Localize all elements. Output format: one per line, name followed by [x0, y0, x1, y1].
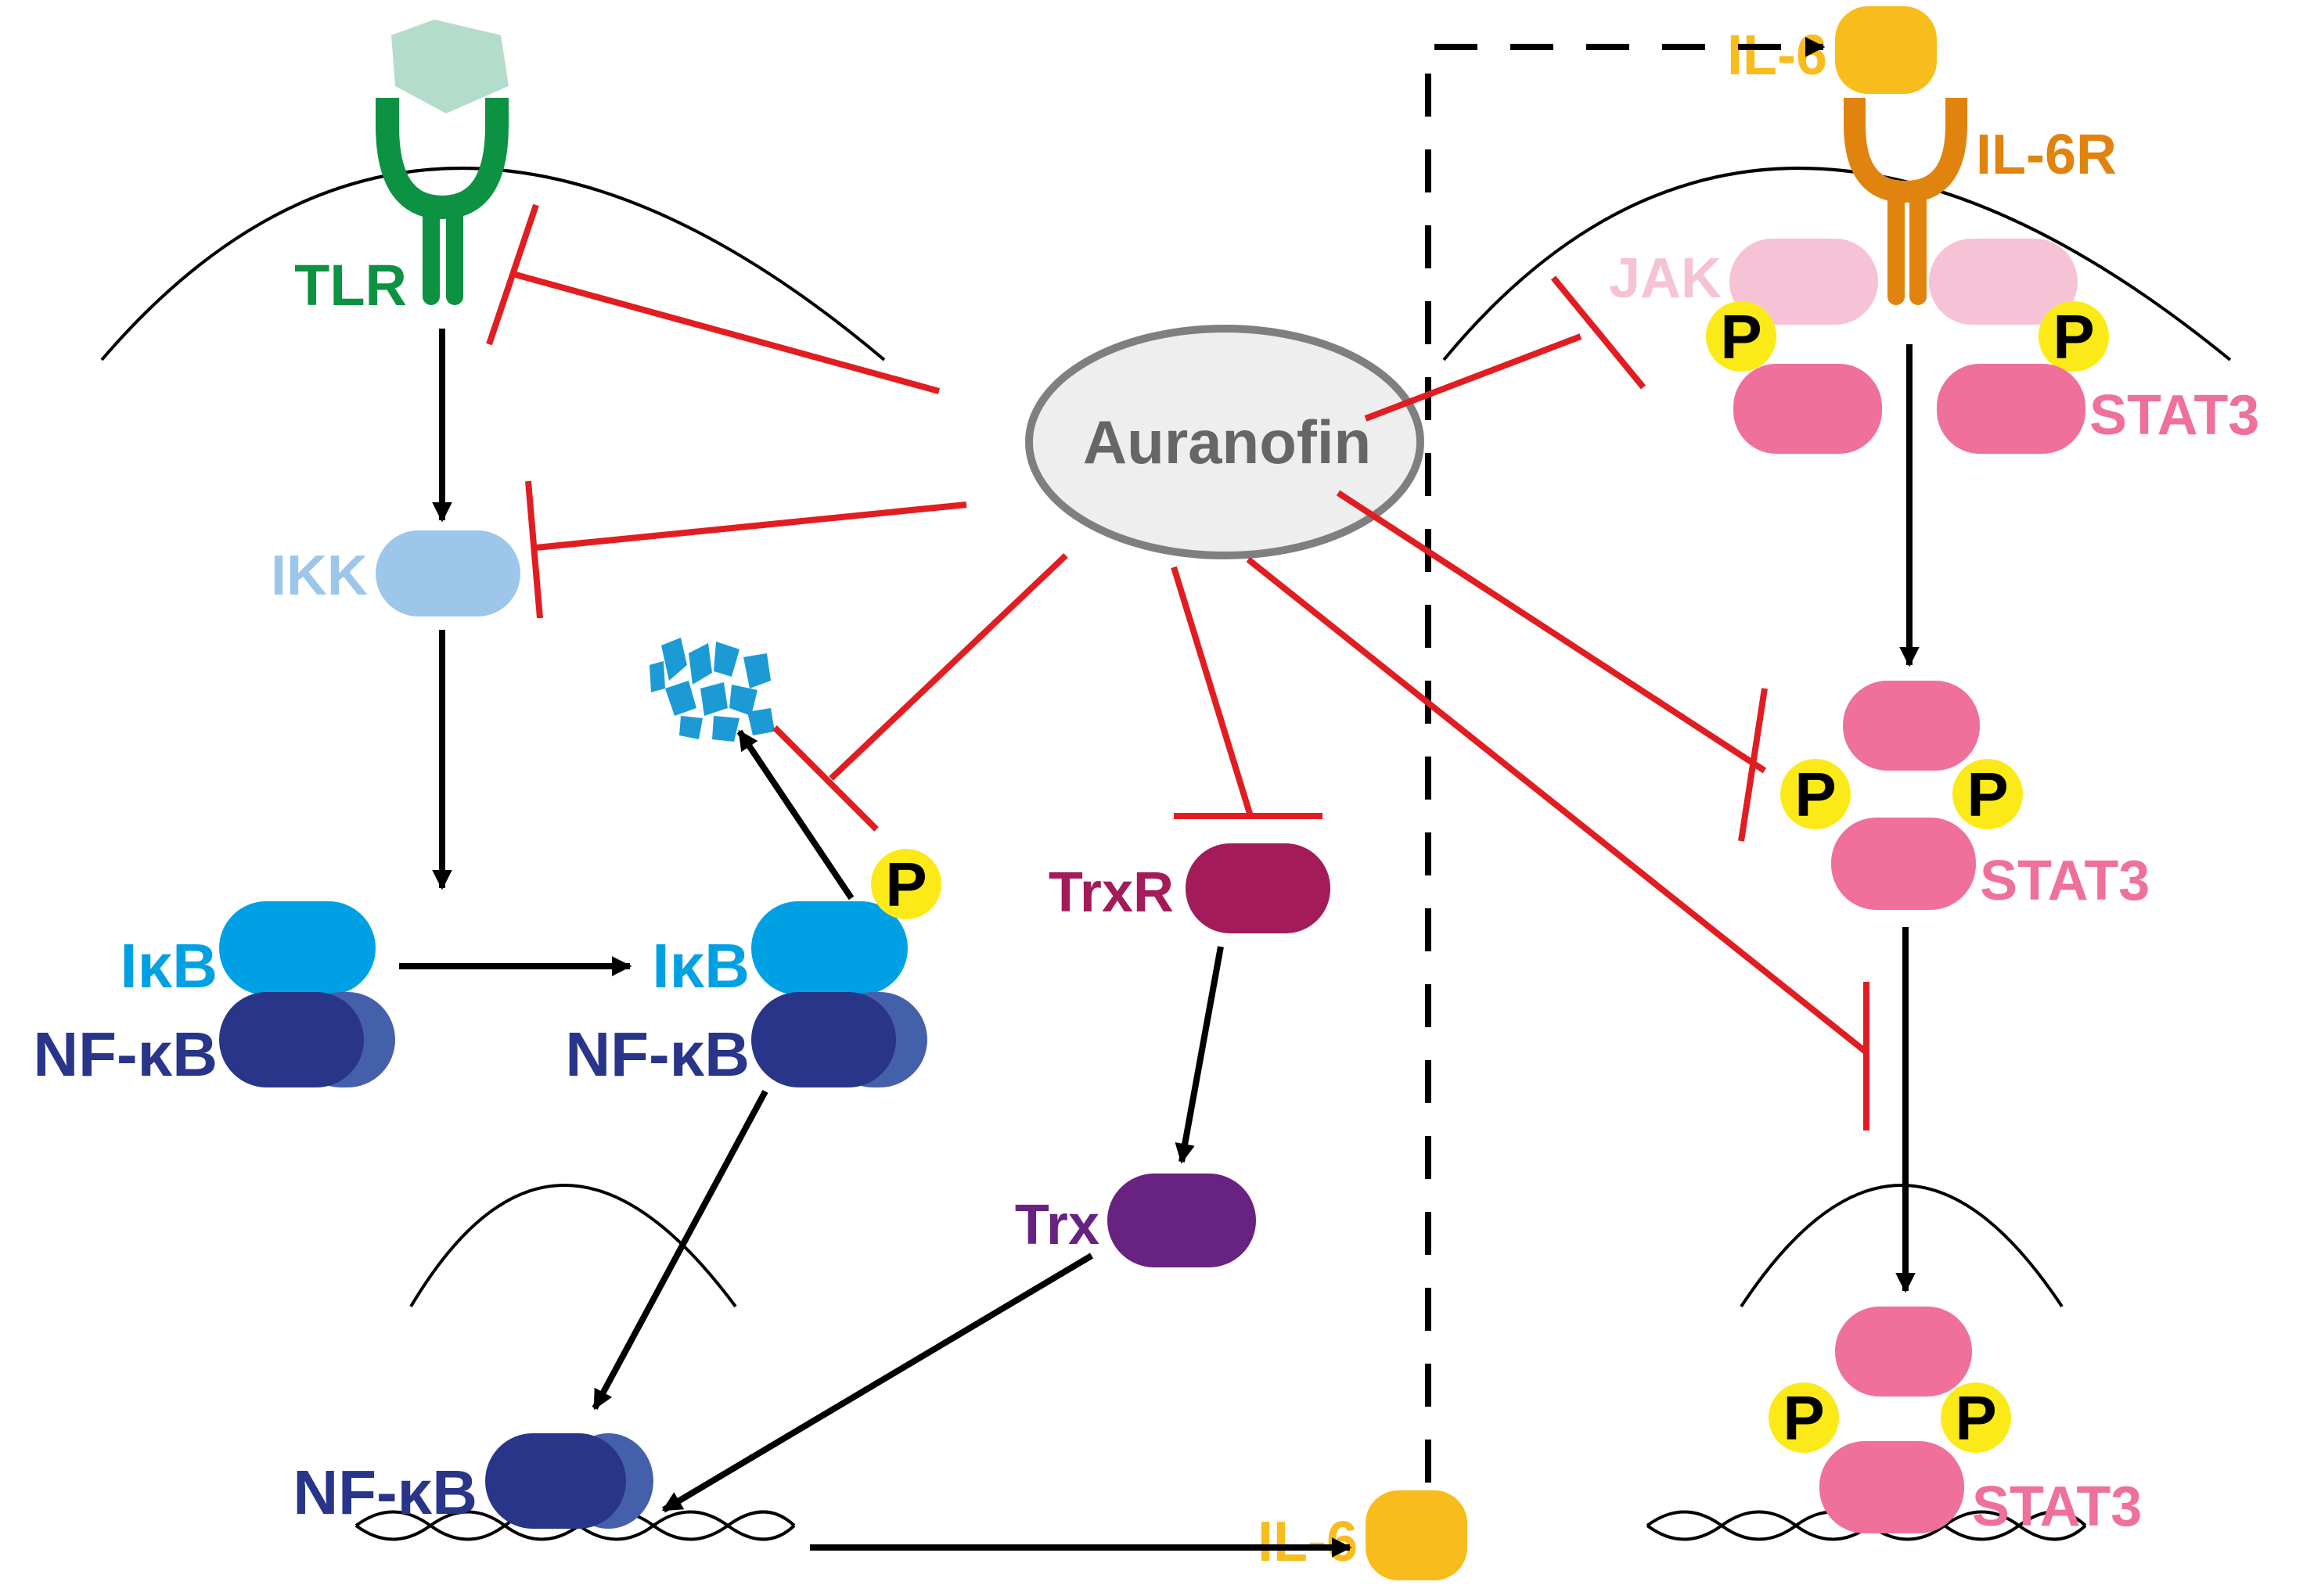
cell-membrane-left [100, 167, 886, 361]
phospho-stat3-nuclear-right: P [1941, 1382, 2011, 1453]
jak-protein-right [1929, 239, 2078, 325]
inhibit-jak [1364, 333, 1582, 422]
inhibit-stat3-nuclear [1246, 556, 1869, 1055]
jak-protein-left [1729, 239, 1878, 325]
cell-membrane-right [1442, 167, 2232, 361]
nfkb-nuclear [485, 1433, 653, 1529]
arrow-nfkb-to-nucleus [592, 1090, 768, 1411]
phospho-jak-right: P [2039, 301, 2109, 372]
il6-secretion-arrow [1425, 37, 1826, 1483]
trx-protein [1107, 1174, 1256, 1267]
stat3-dimer-nucleus [1819, 1307, 1972, 1533]
stat3-label-1: STAT3 [2089, 384, 2259, 447]
tlr-receptor [376, 20, 509, 305]
stat3-label-3: STAT3 [1972, 1476, 2142, 1538]
svg-text:P: P [1967, 760, 2008, 829]
svg-text:P: P [1794, 760, 1836, 829]
degraded-ikb-icon [650, 638, 775, 742]
trx-label: Trx [1015, 1194, 1099, 1256]
inhibit-stat3-dimerization [1336, 490, 1767, 774]
phospho-ikb: P [871, 849, 941, 919]
il6-receptor [1844, 98, 1967, 305]
phospho-jak-left: P [1706, 301, 1776, 372]
il6-label-top: IL-6 [1727, 24, 1827, 87]
il6r-label: IL-6R [1976, 124, 2117, 186]
inhibition-lines [486, 203, 1869, 1130]
svg-text:P: P [2053, 302, 2094, 372]
auranofin-label: Auranofin [1083, 408, 1371, 476]
trxr-protein [1186, 843, 1330, 933]
svg-text:P: P [1720, 302, 1761, 372]
ikb-label-1: IκB [120, 931, 218, 1001]
activation-arrows [399, 329, 1920, 1558]
phospho-stat3-dimer-left: P [1780, 759, 1851, 829]
stat3-monomer-right [1937, 364, 2085, 454]
nfkb-label-3: NF-κB [293, 1458, 477, 1527]
il6-protein-bottom [1366, 1490, 1467, 1580]
arrow-ikb-degradation [736, 729, 855, 900]
stat3-label-2: STAT3 [1980, 850, 2150, 912]
inhibit-ikk [535, 501, 967, 551]
inhibit-ikb-phospho [829, 553, 1068, 781]
svg-text:P: P [885, 850, 927, 919]
il6-label-bottom: IL-6 [1258, 1511, 1358, 1573]
tlr-label: TLR [294, 253, 407, 318]
stat3-dimer-cytoplasm [1831, 681, 1980, 910]
inhibit-trxr [1171, 566, 1254, 818]
phospho-stat3-dimer-right: P [1952, 759, 2023, 829]
pathogen-ligand [391, 20, 509, 113]
ikb-nfkb-complex-1 [219, 901, 395, 1087]
nfkb-label-2: NF-κB [565, 1019, 750, 1089]
nuclear-membrane-right [1740, 1184, 2064, 1308]
ikb-nfkb-complex-2 [751, 901, 927, 1087]
arrow-trx-to-nfkb [661, 1253, 1094, 1513]
jak-label: JAK [1609, 247, 1722, 310]
ikk-protein [376, 530, 520, 616]
stat3-monomer-left [1733, 364, 1882, 454]
svg-text:P: P [1955, 1383, 1996, 1453]
auranofin-drug: Auranofin [1025, 325, 1424, 559]
il6-protein-top [1835, 6, 1937, 94]
nfkb-label-1: NF-κB [33, 1019, 218, 1089]
inhibit-tlr [511, 271, 941, 394]
svg-text:P: P [1783, 1383, 1824, 1453]
ikk-label: IKK [271, 545, 368, 607]
trxr-label: TrxR [1049, 861, 1174, 924]
phospho-stat3-nuclear-left: P [1769, 1382, 1839, 1453]
nuclear-membrane-left [409, 1184, 737, 1308]
arrow-trxr-to-trx [1175, 946, 1224, 1164]
ikb-label-2: IκB [652, 931, 750, 1001]
